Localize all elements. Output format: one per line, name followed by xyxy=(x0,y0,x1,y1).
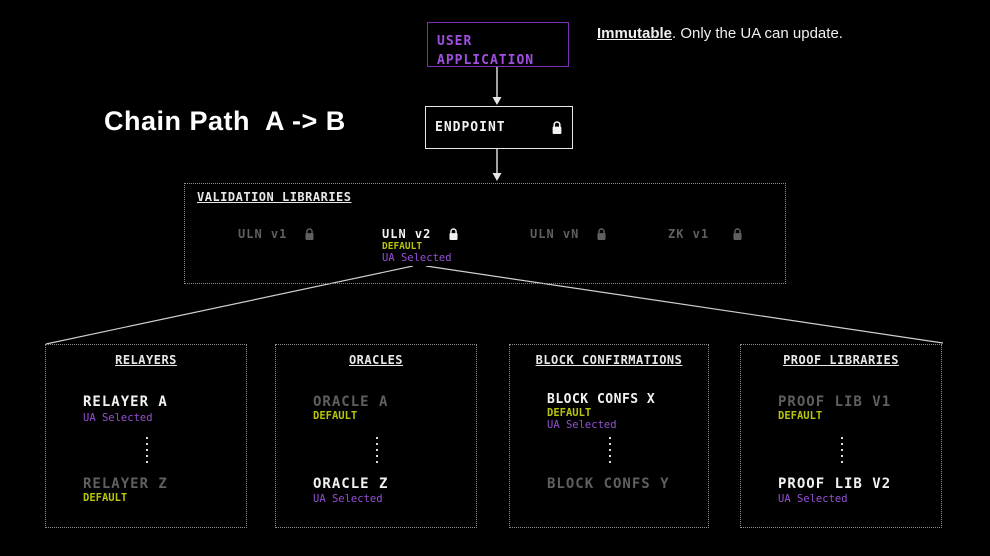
ua-selected-badge: UA Selected xyxy=(382,252,452,264)
node-relayer-z: RELAYER Z DEFAULT xyxy=(74,469,220,512)
ellipsis-dots xyxy=(146,437,148,463)
proof-libraries-container: PROOF LIBRARIES PROOF LIB V1 DEFAULT PRO… xyxy=(740,344,942,528)
node-proof-lib-v1: PROOF LIB V1 DEFAULT xyxy=(769,387,915,431)
endpoint-node: ENDPOINT xyxy=(425,106,573,149)
node-uln-v1-label: ULN v1 xyxy=(238,227,288,241)
node-oracle-a-label: ORACLE A xyxy=(313,394,389,410)
node-uln-v1: ULN v1 xyxy=(229,221,324,266)
endpoint-label: ENDPOINT xyxy=(435,120,506,135)
default-badge: DEFAULT xyxy=(382,241,423,252)
immutable-note-bold: Immutable xyxy=(597,25,673,42)
node-block-confs-x-label: BLOCK CONFS X xyxy=(547,392,656,407)
node-block-confs-y-label: BLOCK CONFS Y xyxy=(547,476,670,492)
node-uln-v2: ULN v2 DEFAULT UA Selected xyxy=(373,221,468,266)
node-zk-v1-label: ZK v1 xyxy=(668,227,710,241)
node-oracle-z: ORACLE Z UA Selected xyxy=(304,469,450,512)
lock-icon xyxy=(552,121,562,134)
arrow-down-icon xyxy=(492,97,502,105)
node-uln-v2-label: ULN v2 xyxy=(382,227,432,241)
node-oracle-z-label: ORACLE Z xyxy=(313,476,389,492)
immutable-note: Immutable. Only the UA can update. xyxy=(597,25,843,42)
node-oracle-a: ORACLE A DEFAULT xyxy=(304,387,450,431)
node-proof-lib-v1-label: PROOF LIB V1 xyxy=(778,394,892,410)
ua-selected-badge: UA Selected xyxy=(83,412,153,424)
validation-libraries-container: VALIDATION LIBRARIES ULN v1 ULN v2 DEFAU… xyxy=(184,183,786,284)
node-proof-lib-v2-label: PROOF LIB V2 xyxy=(778,476,892,492)
lock-icon xyxy=(597,228,606,240)
node-block-confs-x: BLOCK CONFS X DEFAULT UA Selected xyxy=(538,387,684,431)
node-relayer-a-label: RELAYER A xyxy=(83,394,168,410)
immutable-note-rest: . Only the UA can update. xyxy=(672,25,843,42)
oracles-title: ORACLES xyxy=(348,353,404,367)
user-application-node: USER APPLICATION xyxy=(427,22,569,68)
relayers-container: RELAYERS RELAYER A UA Selected RELAYER Z… xyxy=(45,344,247,528)
node-uln-vn: ULN vN xyxy=(521,221,616,266)
ua-selected-badge: UA Selected xyxy=(547,419,617,431)
lock-icon xyxy=(305,228,314,240)
block-confirmations-title: BLOCK CONFIRMATIONS xyxy=(535,353,683,367)
validation-libraries-title: VALIDATION LIBRARIES xyxy=(197,190,352,204)
lock-icon xyxy=(733,228,742,240)
node-block-confs-y: BLOCK CONFS Y xyxy=(538,469,684,512)
lock-icon xyxy=(449,228,458,240)
user-application-label: USER APPLICATION xyxy=(437,34,535,68)
page-title: Chain Path A -> B xyxy=(104,106,346,136)
node-relayer-a: RELAYER A UA Selected xyxy=(74,387,220,431)
node-proof-lib-v2: PROOF LIB V2 UA Selected xyxy=(769,469,915,512)
ua-selected-badge: UA Selected xyxy=(778,493,848,505)
node-relayer-z-label: RELAYER Z xyxy=(83,476,168,492)
proof-libraries-title: PROOF LIBRARIES xyxy=(783,353,899,367)
node-zk-v1: ZK v1 xyxy=(659,221,752,266)
relayers-title: RELAYERS xyxy=(115,353,177,367)
default-badge: DEFAULT xyxy=(313,410,358,422)
default-badge: DEFAULT xyxy=(547,407,592,419)
ellipsis-dots xyxy=(841,437,843,463)
arrow-down-icon xyxy=(492,173,502,181)
default-badge: DEFAULT xyxy=(83,492,128,504)
ua-selected-badge: UA Selected xyxy=(313,493,383,505)
ellipsis-dots xyxy=(609,437,611,463)
oracles-container: ORACLES ORACLE A DEFAULT ORACLE Z UA Sel… xyxy=(275,344,477,528)
ellipsis-dots xyxy=(376,437,378,463)
block-confirmations-container: BLOCK CONFIRMATIONS BLOCK CONFS X DEFAUL… xyxy=(509,344,709,528)
default-badge: DEFAULT xyxy=(778,410,823,422)
node-uln-vn-label: ULN vN xyxy=(530,227,580,241)
